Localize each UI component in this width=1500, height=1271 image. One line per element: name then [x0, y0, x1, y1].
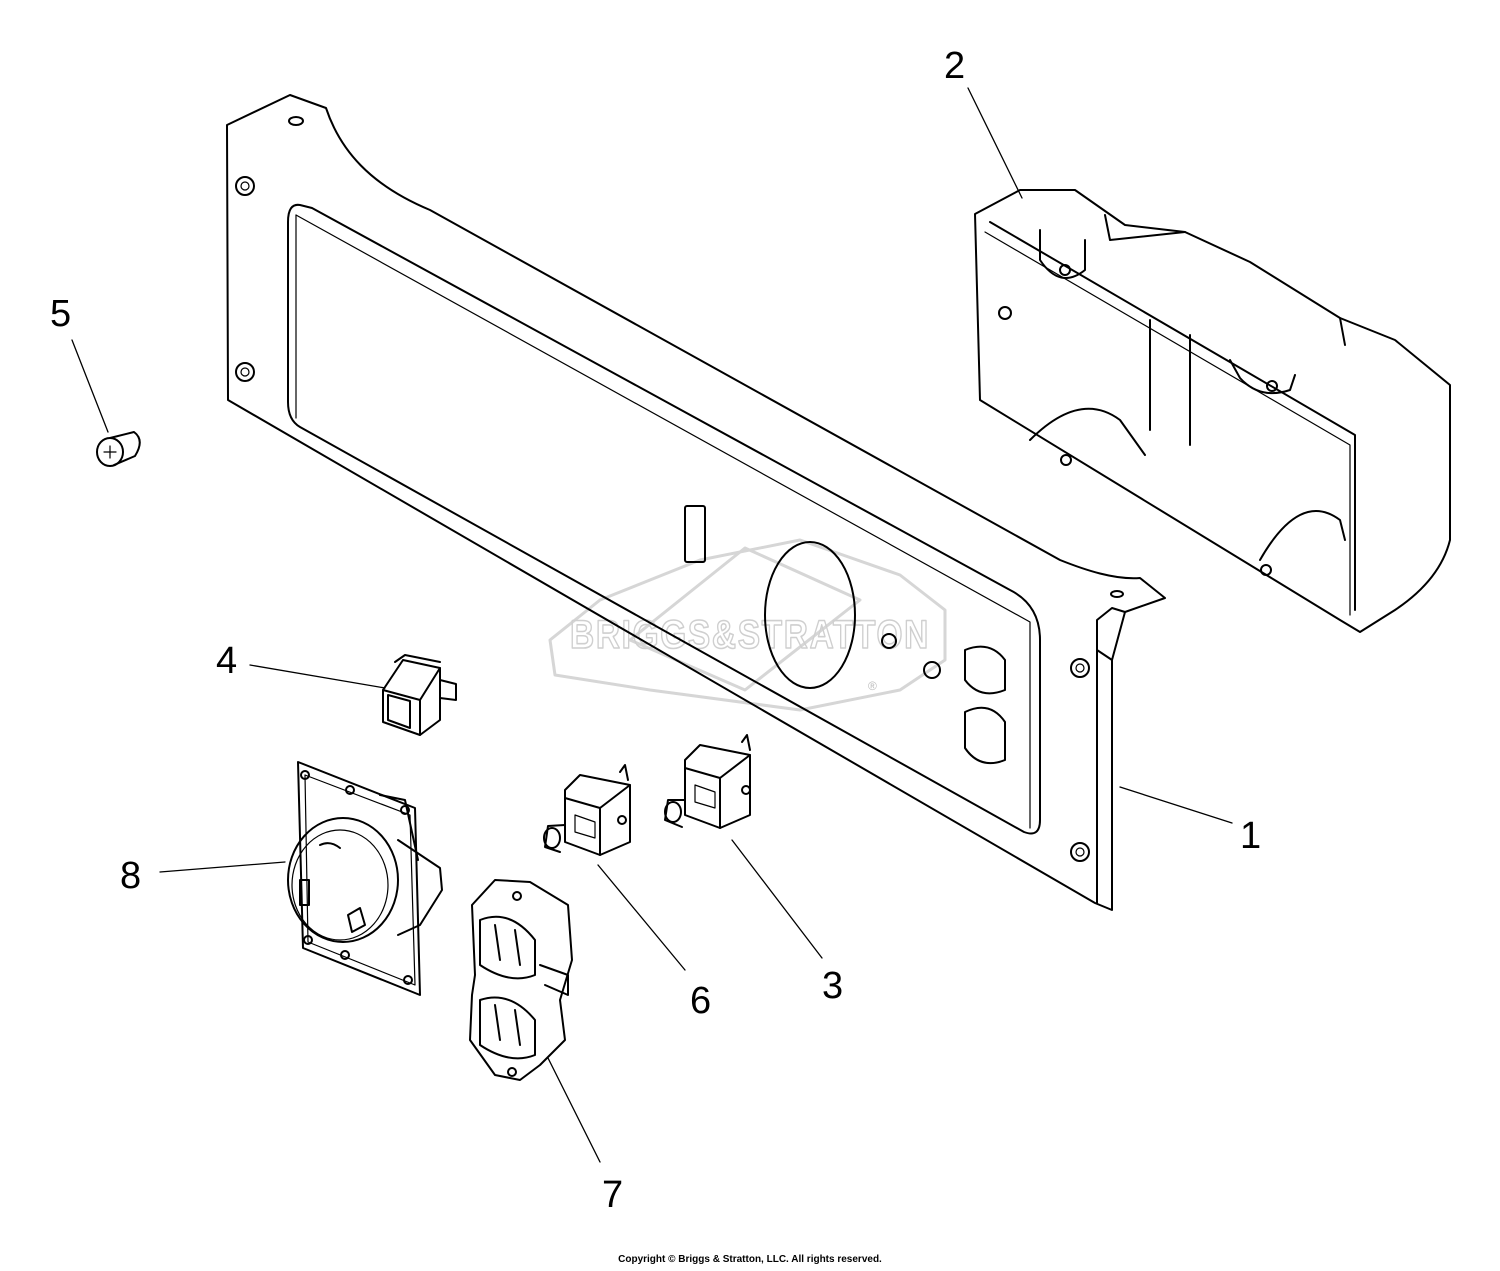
leader-line-5 [71, 339, 109, 433]
duplex-receptacle [469, 879, 573, 1081]
callout-2: 2 [944, 45, 965, 87]
callout-8: 8 [120, 855, 141, 897]
callout-7: 7 [602, 1174, 623, 1216]
leader-line-1 [1119, 786, 1233, 824]
leader-line-7 [547, 1057, 601, 1163]
callout-6: 6 [690, 980, 711, 1022]
leader-lines [71, 87, 1233, 1163]
screw [96, 431, 141, 467]
callout-1: 1 [1240, 815, 1261, 857]
callout-4: 4 [216, 640, 237, 682]
callout-labels: 1 2 3 4 5 6 7 8 [50, 45, 1261, 1216]
leader-line-8 [159, 861, 286, 873]
leader-line-2 [967, 87, 1023, 199]
leader-line-3 [731, 839, 823, 959]
circuit-breaker-right [664, 734, 751, 829]
watermark-text: BRIGGS&STRATTON [570, 613, 930, 657]
locking-receptacle [287, 761, 443, 996]
watermark-registered-mark: ® [868, 679, 877, 693]
brand-watermark: BRIGGS&STRATTON ® [548, 538, 947, 712]
copyright-notice: Copyright © Briggs & Stratton, LLC. All … [618, 1254, 882, 1265]
panel-bracket [226, 94, 1166, 911]
rocker-switch [382, 654, 457, 736]
leader-line-4 [249, 664, 386, 689]
leader-line-6 [597, 864, 686, 971]
callout-5: 5 [50, 293, 71, 335]
circuit-breaker-left [543, 764, 631, 856]
panel-box [974, 189, 1451, 633]
callout-3: 3 [822, 965, 843, 1007]
